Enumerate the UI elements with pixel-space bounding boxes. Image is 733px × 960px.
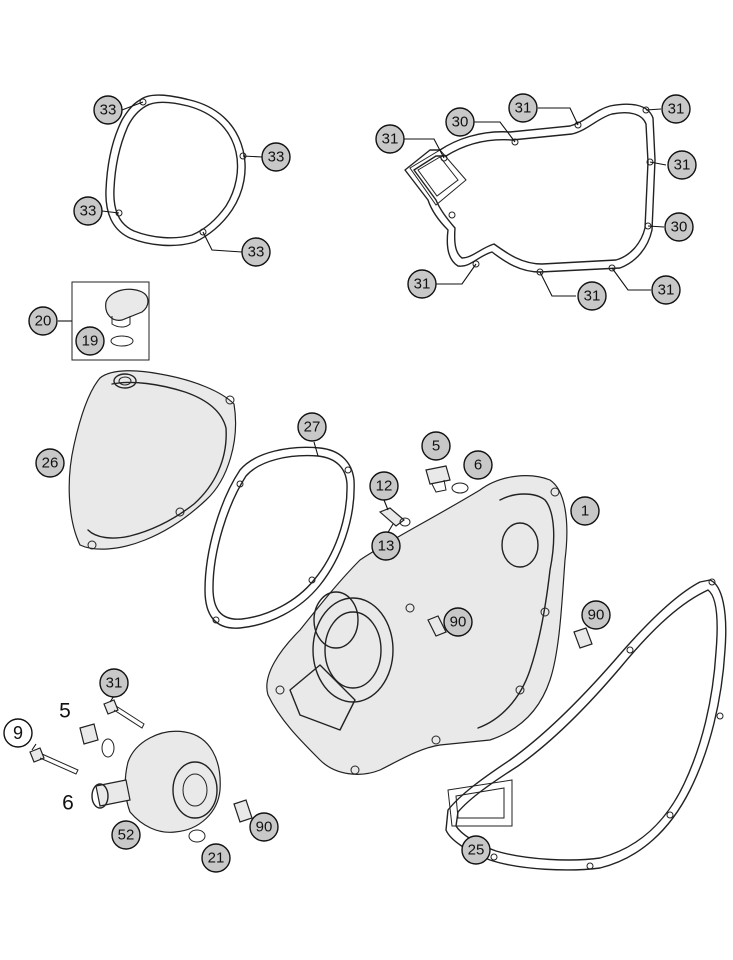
drain-plug-lower xyxy=(79,723,115,758)
svg-text:31: 31 xyxy=(414,276,431,293)
callout-27: 27 xyxy=(297,412,327,442)
callout-13: 13 xyxy=(371,531,401,561)
callout-5: 5 xyxy=(421,431,451,461)
clutch-cover-gasket xyxy=(404,103,656,276)
callout-31: 31 xyxy=(661,94,691,124)
callout-9: 9 xyxy=(3,718,33,748)
svg-text:1: 1 xyxy=(581,503,589,520)
svg-text:31: 31 xyxy=(584,288,601,305)
svg-text:90: 90 xyxy=(256,819,273,836)
clutch-cover xyxy=(266,475,568,775)
callout-33: 33 xyxy=(261,142,291,172)
ignition-cover-outer-gasket xyxy=(204,446,355,629)
svg-text:9: 9 xyxy=(13,723,23,743)
screws-lower xyxy=(29,699,145,775)
svg-text:5: 5 xyxy=(432,438,440,455)
svg-text:5: 5 xyxy=(59,700,71,723)
callout-31: 31 xyxy=(99,668,129,698)
callout-33: 33 xyxy=(73,196,103,226)
callout-6: 6 xyxy=(62,792,74,815)
callouts: 33 33 33 33 31 31 31 31 xyxy=(3,93,697,873)
callout-31: 31 xyxy=(651,275,681,305)
svg-text:6: 6 xyxy=(474,457,482,474)
svg-text:31: 31 xyxy=(658,282,675,299)
svg-text:21: 21 xyxy=(208,850,225,867)
callout-26: 26 xyxy=(35,448,65,478)
svg-text:33: 33 xyxy=(268,149,285,166)
callout-20: 20 xyxy=(28,306,58,336)
svg-text:33: 33 xyxy=(248,244,265,261)
svg-text:12: 12 xyxy=(376,478,393,495)
callout-1: 1 xyxy=(570,496,600,526)
svg-text:25: 25 xyxy=(468,842,485,859)
ignition-cover-gasket xyxy=(105,94,247,247)
svg-text:30: 30 xyxy=(671,219,688,236)
bushings xyxy=(233,615,593,823)
callout-90: 90 xyxy=(581,600,611,630)
callout-31: 31 xyxy=(667,150,697,180)
svg-text:33: 33 xyxy=(100,102,117,119)
callout-33: 33 xyxy=(241,237,271,267)
svg-text:31: 31 xyxy=(106,675,123,692)
svg-text:13: 13 xyxy=(378,538,395,555)
callout-31: 31 xyxy=(577,281,607,311)
svg-text:26: 26 xyxy=(42,455,59,472)
svg-text:31: 31 xyxy=(515,100,532,117)
callout-52: 52 xyxy=(111,820,141,850)
clutch-cover-outer-gasket xyxy=(445,578,727,871)
svg-text:31: 31 xyxy=(668,101,685,118)
svg-text:20: 20 xyxy=(35,313,52,330)
callout-30: 30 xyxy=(664,212,694,242)
svg-text:6: 6 xyxy=(62,792,74,815)
adjusting-screw xyxy=(378,507,411,527)
drain-plug-upper xyxy=(425,465,469,494)
ignition-cover xyxy=(68,370,237,550)
callout-90: 90 xyxy=(443,607,473,637)
svg-text:31: 31 xyxy=(382,131,399,148)
callout-19: 19 xyxy=(75,326,105,356)
svg-text:33: 33 xyxy=(80,203,97,220)
callout-12: 12 xyxy=(369,471,399,501)
svg-text:19: 19 xyxy=(82,333,99,350)
callout-31: 31 xyxy=(407,269,437,299)
callout-31: 31 xyxy=(375,124,405,154)
callout-25: 25 xyxy=(461,835,491,865)
callout-5: 5 xyxy=(59,700,71,723)
svg-text:31: 31 xyxy=(674,157,691,174)
leader-lines xyxy=(31,101,667,751)
svg-text:30: 30 xyxy=(452,114,469,131)
callout-31: 31 xyxy=(508,93,538,123)
svg-text:27: 27 xyxy=(304,419,321,436)
callout-21: 21 xyxy=(201,843,231,873)
svg-text:52: 52 xyxy=(118,827,135,844)
callout-33: 33 xyxy=(93,95,123,125)
callout-90: 90 xyxy=(249,812,279,842)
svg-text:90: 90 xyxy=(588,607,605,624)
callout-30: 30 xyxy=(445,107,475,137)
svg-text:90: 90 xyxy=(450,614,467,631)
callout-6: 6 xyxy=(463,450,493,480)
water-pump-cover xyxy=(91,730,221,843)
